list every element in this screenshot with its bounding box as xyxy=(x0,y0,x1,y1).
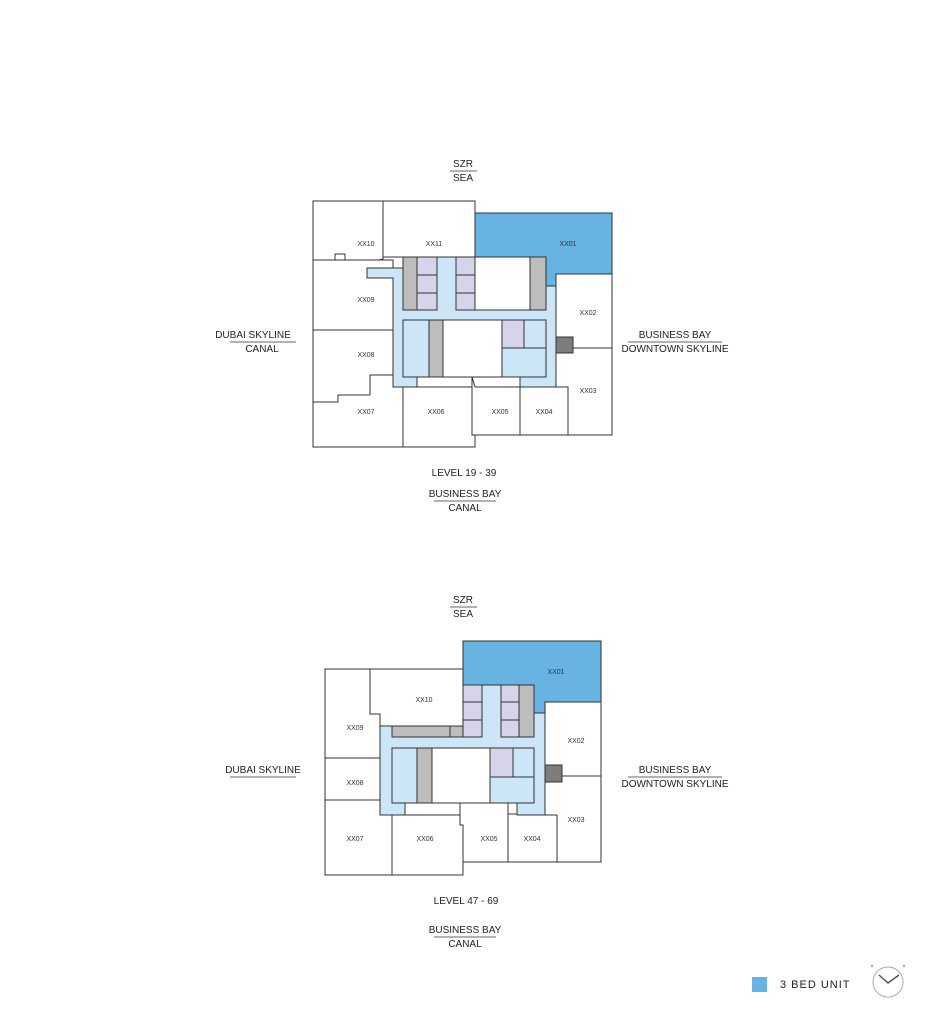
west-label-1: DUBAI SKYLINE xyxy=(215,330,291,341)
core-room xyxy=(474,256,531,311)
unit-xx04 xyxy=(507,813,558,863)
storage-room xyxy=(500,719,520,738)
unit-label: XX07 xyxy=(357,409,374,416)
west-label-1: DUBAI SKYLINE xyxy=(225,765,301,776)
unit-label: XX08 xyxy=(357,352,374,359)
core-room xyxy=(501,347,547,378)
shaft-stub xyxy=(555,336,574,354)
unit-label: XX04 xyxy=(535,409,552,416)
storage-room xyxy=(455,274,476,294)
unit-label: XX09 xyxy=(357,297,374,304)
unit-label: XX10 xyxy=(357,241,374,248)
compass-clock-icon xyxy=(870,964,906,998)
lift-lobby xyxy=(402,319,430,378)
service-shaft xyxy=(449,725,464,738)
east-label-1: BUSINESS BAY xyxy=(639,765,712,776)
east-label-1: BUSINESS BAY xyxy=(639,330,712,341)
core-room xyxy=(431,747,491,804)
east-label-2: DOWNTOWN SKYLINE xyxy=(621,344,728,355)
storage-room xyxy=(455,292,476,311)
north-label-1: SZR xyxy=(453,159,473,170)
unit-label: XX06 xyxy=(427,409,444,416)
level-label: LEVEL 47 - 69 xyxy=(434,896,499,907)
south-label-1: BUSINESS BAY xyxy=(429,489,502,500)
unit-xx05 xyxy=(471,376,521,436)
storage-room xyxy=(416,292,438,311)
north-label-2: SEA xyxy=(453,609,473,620)
plan-level-47-69: SZR SEA DUBAI SKYLINE BUSINESS BAY DOWNT… xyxy=(225,595,729,950)
unit-xx08 xyxy=(324,757,381,801)
service-shaft xyxy=(428,319,444,378)
north-label-1: SZR xyxy=(453,595,473,606)
unit-label: XX03 xyxy=(579,388,596,395)
unit-label: XX02 xyxy=(567,738,584,745)
storage-room xyxy=(500,684,520,703)
core-room xyxy=(512,747,535,778)
unit-label: XX04 xyxy=(523,836,540,843)
unit-label: XX09 xyxy=(346,725,363,732)
storage-room xyxy=(462,719,483,738)
legend: 3 BED UNIT xyxy=(752,964,906,998)
unit-label: XX01 xyxy=(559,241,576,248)
unit-label: XX07 xyxy=(346,836,363,843)
storage-room xyxy=(462,684,483,703)
unit-xx04 xyxy=(519,386,569,436)
unit-xx05 xyxy=(459,802,509,863)
lift-lobby xyxy=(391,747,418,804)
unit-label: XX03 xyxy=(567,817,584,824)
unit-label: XX05 xyxy=(480,836,497,843)
storage-room xyxy=(489,747,514,778)
service-shaft xyxy=(391,725,451,738)
south-label-2: CANAL xyxy=(448,503,482,514)
west-label-2: CANAL xyxy=(245,344,279,355)
unit-xx06 xyxy=(402,386,476,448)
storage-room xyxy=(416,256,438,276)
south-label-1: BUSINESS BAY xyxy=(429,925,502,936)
unit-label: XX08 xyxy=(346,780,363,787)
shaft-stub xyxy=(544,764,563,783)
service-shaft xyxy=(402,256,418,311)
unit-xx11 xyxy=(382,200,476,258)
unit-label: XX05 xyxy=(491,409,508,416)
legend-label: 3 BED UNIT xyxy=(780,979,851,991)
legend-swatch-3bed xyxy=(752,977,767,992)
level-label: LEVEL 19 - 39 xyxy=(432,468,497,479)
storage-room xyxy=(455,256,476,276)
unit-label: XX02 xyxy=(579,310,596,317)
core-room xyxy=(523,319,547,349)
storage-room xyxy=(462,701,483,721)
service-shaft xyxy=(416,747,433,804)
unit-xx10 xyxy=(312,200,384,268)
south-label-2: CANAL xyxy=(448,939,482,950)
north-label-2: SEA xyxy=(453,173,473,184)
storage-room xyxy=(501,319,525,349)
core-room xyxy=(489,776,535,804)
east-label-2: DOWNTOWN SKYLINE xyxy=(621,779,728,790)
service-shaft xyxy=(529,256,547,311)
unit-label: XX11 xyxy=(426,241,443,248)
storage-room xyxy=(416,274,438,294)
plan-level-19-39: SZR SEA DUBAI SKYLINE CANAL BUSINESS BAY… xyxy=(215,159,729,514)
unit-xx06 xyxy=(391,814,464,876)
service-shaft xyxy=(518,684,535,738)
storage-room xyxy=(500,701,520,721)
unit-label: XX01 xyxy=(547,669,564,676)
unit-label: XX06 xyxy=(416,836,433,843)
core-room xyxy=(442,319,503,378)
unit-label: XX10 xyxy=(415,697,432,704)
